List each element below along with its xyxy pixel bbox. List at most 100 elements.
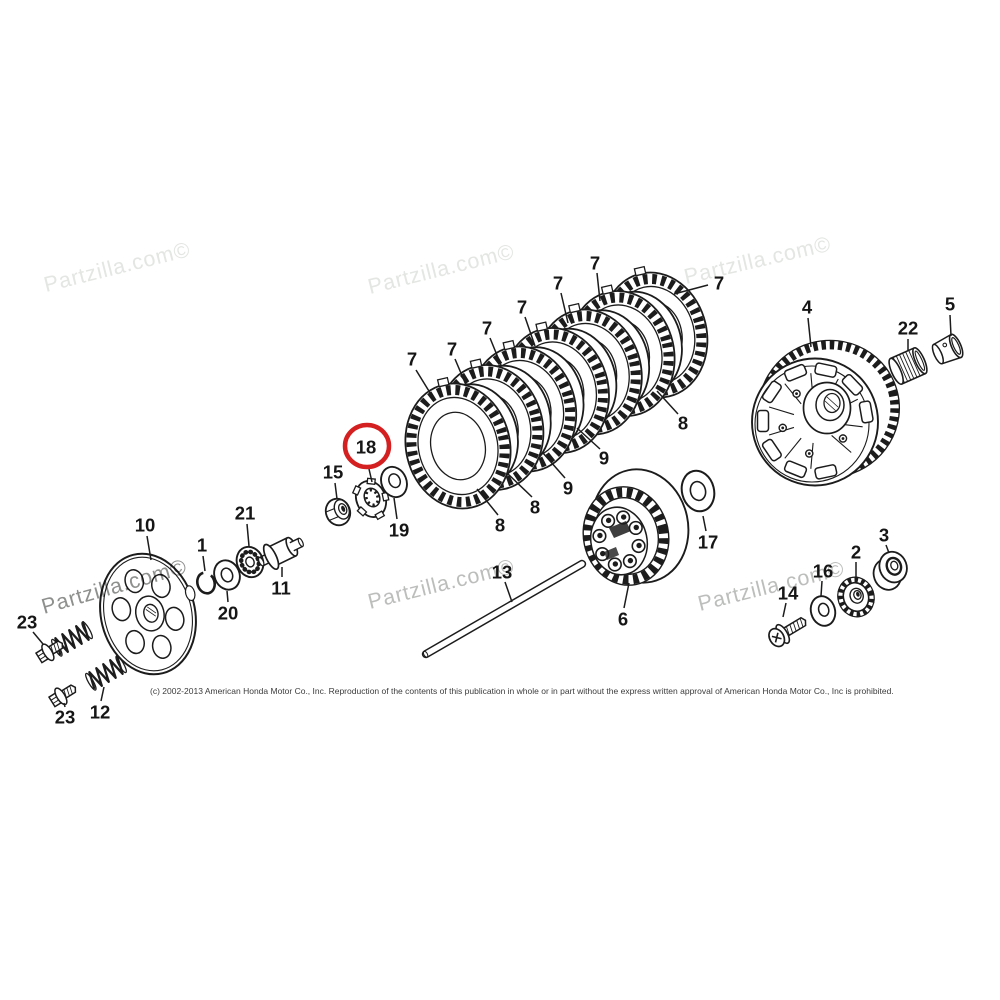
part-label-7: 7 (407, 349, 433, 397)
basket-finger-slot (761, 438, 782, 462)
leader-line (32, 631, 44, 645)
leader-line (524, 316, 536, 347)
leader-line (673, 284, 709, 295)
disc-tab (469, 358, 483, 369)
part-label-9: 9 (576, 427, 609, 469)
leader-line (596, 272, 601, 302)
washer-20 (213, 559, 241, 591)
basket-finger-slot (756, 409, 770, 433)
leader-line (334, 482, 338, 500)
needle-bearing (888, 346, 928, 386)
leader-line (542, 452, 566, 479)
disc-friction-pads (603, 273, 707, 397)
part-label-1: 1 (197, 535, 207, 572)
cage-bar (908, 350, 921, 376)
leader-line (489, 337, 502, 366)
basket-finger-slot (783, 460, 808, 479)
plate-hole (124, 569, 145, 594)
part-label-23: 23 (17, 612, 44, 645)
basket-rivet-center (807, 452, 811, 455)
leader-line (820, 580, 823, 597)
washer-19 (380, 465, 408, 499)
hub-post-hole (633, 524, 639, 531)
part-number: 15 (323, 462, 344, 483)
lifter-flange (262, 543, 280, 571)
lock-washer-tabs (351, 477, 390, 521)
basket-finger-slot (841, 373, 864, 396)
leader-line (63, 702, 66, 708)
basket-finger-slot (858, 400, 874, 424)
part-number: 19 (389, 520, 410, 541)
part-number: 6 (618, 609, 628, 630)
part-number: 18 (356, 437, 377, 458)
bearing-left-face (888, 357, 904, 386)
part-number: 2 (851, 542, 861, 563)
exploded-view-drawing (33, 265, 964, 711)
basket-spoke (831, 435, 852, 453)
plate-hole (125, 629, 145, 655)
clutch-lifter-piece (257, 536, 304, 571)
part-number: 23 (55, 707, 76, 728)
basket-spoke (768, 406, 795, 416)
hub-post-hole (620, 514, 627, 520)
spring-bolt-b (46, 678, 81, 711)
part-label-15: 15 (323, 462, 344, 500)
part-number: 9 (599, 448, 609, 469)
bearing-outline (890, 347, 926, 385)
hub-post-hole (627, 557, 634, 564)
copyright-text: (c) 2002-2013 American Honda Motor Co., … (150, 686, 894, 696)
flange-bolt-14 (768, 616, 807, 648)
leader-line (393, 497, 398, 520)
pushrod-shaft (421, 559, 587, 659)
basket-spoke (784, 437, 802, 459)
watermark-text: Partzilla.com© (41, 237, 192, 297)
part-number: 9 (563, 478, 573, 499)
basket-center-bore (823, 392, 841, 414)
part-label-8: 8 (656, 390, 688, 434)
part-number: 8 (530, 497, 540, 518)
washer-hole (220, 567, 234, 583)
part-number: 1 (197, 535, 207, 556)
leader-line (949, 314, 952, 337)
lock-washer-18 (351, 477, 390, 521)
leader-line (226, 590, 229, 603)
hub-gear-teeth (583, 487, 669, 585)
cage-bar (899, 354, 911, 380)
part-label-16: 16 (813, 561, 833, 597)
plate-spring-holes (111, 569, 185, 659)
basket-finger-slot (814, 362, 838, 378)
part-label-7: 7 (590, 253, 601, 302)
part-number: 7 (447, 339, 457, 360)
basket-bore-hatch (824, 396, 839, 412)
disc-friction-pads (570, 292, 674, 415)
leader-line (246, 523, 250, 547)
part-label-7: 7 (482, 318, 502, 366)
part-number: 7 (407, 349, 417, 370)
leader-line (885, 544, 890, 554)
watermark-text: Partzilla.com© (682, 232, 834, 289)
bearing-right-face (912, 346, 928, 375)
basket-finger-slot (783, 363, 808, 382)
washer-hole (817, 602, 830, 617)
plate-hole (151, 634, 172, 659)
disc-friction-pads (504, 329, 608, 452)
hub-spring-posts (592, 510, 646, 572)
washer-16 (809, 595, 837, 627)
part-label-8: 8 (476, 488, 505, 536)
basket-rivet-center (781, 426, 785, 430)
watermark-text: Partzilla.com© (365, 239, 516, 299)
plate-hole (111, 597, 132, 622)
part-label-9: 9 (542, 452, 573, 499)
nut-bore-shadow (341, 505, 346, 512)
basket-rivet-center (841, 437, 845, 440)
leader-line (504, 581, 513, 603)
part-label-20: 20 (218, 590, 238, 624)
part-number: 8 (495, 515, 505, 536)
part-number: 7 (482, 318, 492, 339)
part-label-8: 8 (506, 472, 540, 518)
clutch-plate-stack (404, 265, 709, 510)
leader-line (415, 369, 433, 397)
clutch-center-hub (582, 468, 690, 586)
spring-coil (88, 655, 124, 690)
